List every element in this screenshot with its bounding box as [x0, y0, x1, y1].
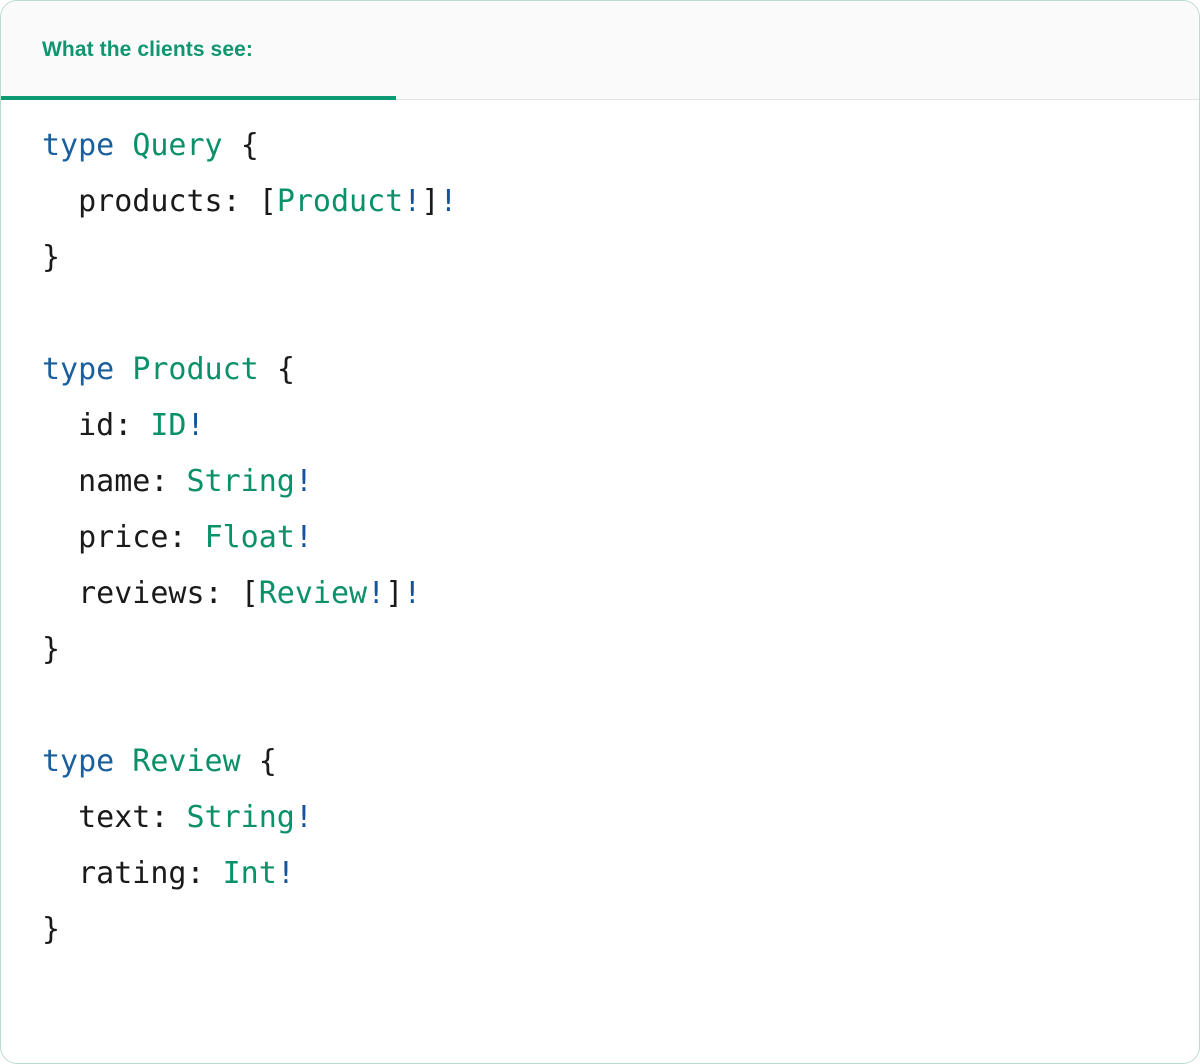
code-token-punct: [241, 744, 259, 779]
code-line: products: [Product!]!: [42, 174, 1199, 230]
code-token-bang: !: [186, 408, 205, 443]
code-area: type Query { products: [Product!]!} type…: [1, 100, 1199, 958]
code-token-bang: !: [294, 520, 313, 555]
code-token-punct: :: [204, 576, 241, 611]
code-token-punct: [42, 408, 78, 443]
code-line: }: [42, 230, 1199, 286]
code-line: text: String!: [42, 790, 1199, 846]
code-token-punct: }: [42, 632, 61, 667]
code-line: type Query {: [42, 118, 1199, 174]
code-token-typename: Review: [132, 744, 241, 779]
code-token-punct: }: [42, 912, 61, 947]
code-token-bang: !: [276, 856, 295, 891]
code-token-punct: ]: [421, 184, 440, 219]
code-token-bang: !: [403, 184, 422, 219]
code-line: type Review {: [42, 734, 1199, 790]
code-token-keyword: type: [42, 352, 115, 387]
code-token-punct: [114, 352, 132, 387]
code-line: [42, 678, 1199, 734]
code-token-punct: :: [114, 408, 151, 443]
code-token-punct: :: [186, 856, 223, 891]
code-token-field: products: [78, 184, 223, 219]
code-token-punct: [42, 856, 78, 891]
code-line: }: [42, 622, 1199, 678]
code-token-bang: !: [294, 800, 313, 835]
code-token-punct: [223, 128, 241, 163]
graphql-schema-code[interactable]: type Query { products: [Product!]!} type…: [1, 118, 1199, 958]
code-token-field: id: [78, 408, 115, 443]
code-token-punct: [: [240, 576, 259, 611]
code-token-punct: ]: [385, 576, 404, 611]
code-token-punct: :: [168, 520, 205, 555]
code-token-typename: ID: [150, 408, 187, 443]
code-token-punct: {: [240, 128, 259, 163]
code-token-typename: String: [186, 464, 295, 499]
code-token-typename: Review: [258, 576, 368, 611]
code-token-typename: Product: [276, 184, 404, 219]
code-line: price: Float!: [42, 510, 1199, 566]
code-token-keyword: type: [42, 128, 115, 163]
code-line: }: [42, 902, 1199, 958]
code-token-punct: [42, 520, 78, 555]
code-token-punct: [259, 352, 277, 387]
code-token-punct: [114, 128, 132, 163]
code-line: rating: Int!: [42, 846, 1199, 902]
code-token-field: reviews: [78, 576, 205, 611]
code-token-punct: [42, 800, 78, 835]
code-token-typename: Query: [132, 128, 223, 163]
code-line: reviews: [Review!]!: [42, 566, 1199, 622]
code-token-punct: }: [42, 240, 61, 275]
code-line: type Product {: [42, 342, 1199, 398]
code-token-bang: !: [403, 576, 422, 611]
code-token-punct: {: [276, 352, 295, 387]
code-token-typename: Float: [204, 520, 295, 555]
code-token-punct: [: [258, 184, 277, 219]
code-token-punct: {: [258, 744, 277, 779]
code-line: name: String!: [42, 454, 1199, 510]
code-token-bang: !: [439, 184, 458, 219]
code-token-bang: !: [294, 464, 313, 499]
code-token-punct: :: [150, 800, 187, 835]
code-token-punct: [42, 184, 78, 219]
code-token-punct: [114, 744, 132, 779]
code-token-typename: String: [186, 800, 295, 835]
code-token-punct: [42, 576, 78, 611]
code-token-punct: :: [150, 464, 187, 499]
code-token-bang: !: [367, 576, 386, 611]
code-token-typename: Product: [132, 352, 259, 387]
tab-active-indicator: [1, 96, 396, 100]
code-line: id: ID!: [42, 398, 1199, 454]
tab-bar: What the clients see:: [1, 1, 1199, 100]
code-token-field: text: [78, 800, 151, 835]
tab-label: What the clients see:: [42, 38, 253, 61]
code-token-field: name: [78, 464, 151, 499]
code-token-punct: [42, 464, 78, 499]
tab-what-the-clients-see[interactable]: What the clients see:: [1, 1, 396, 99]
code-token-keyword: type: [42, 744, 115, 779]
code-token-field: price: [78, 520, 169, 555]
code-line: [42, 286, 1199, 342]
code-token-punct: :: [222, 184, 259, 219]
code-token-field: rating: [78, 856, 187, 891]
code-token-typename: Int: [222, 856, 277, 891]
